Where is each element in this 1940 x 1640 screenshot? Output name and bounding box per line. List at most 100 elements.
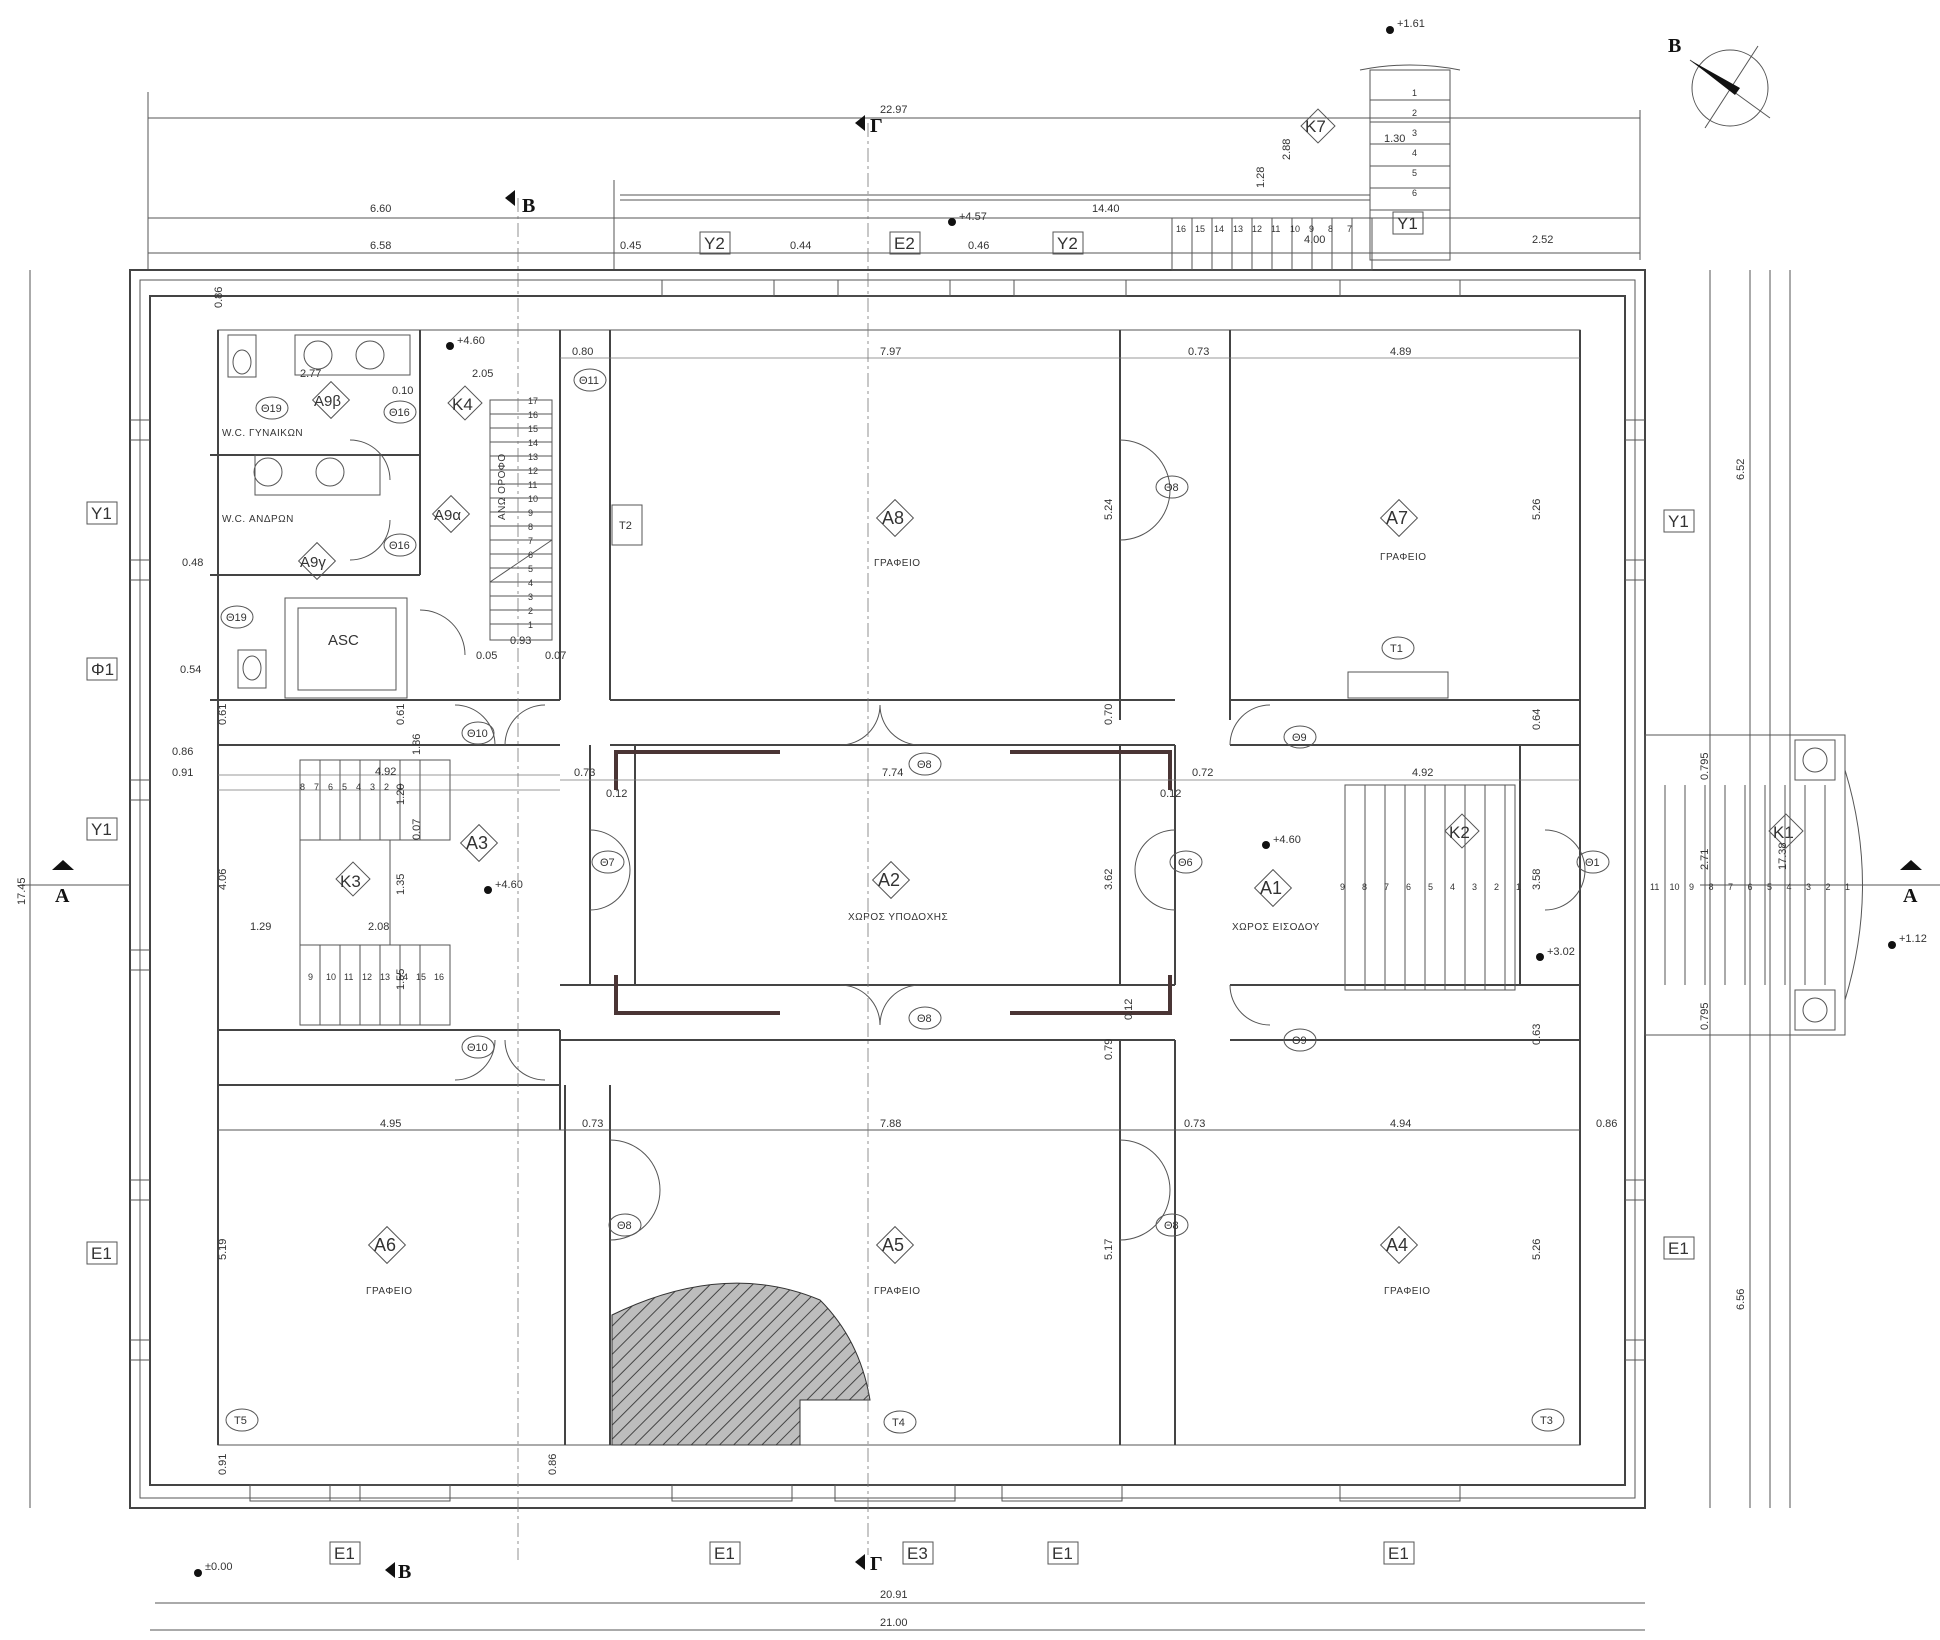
room-a9a: A9α	[431, 494, 471, 534]
k4-step-number: 17	[528, 396, 538, 406]
svg-text:A9α: A9α	[434, 507, 461, 524]
room-a3: A3	[459, 823, 499, 863]
k4-step-number: 5	[528, 564, 533, 574]
level-north-terrace: +4.57	[959, 211, 987, 223]
k7-upper-step-number: 1	[1412, 88, 1417, 98]
room-a5: A5 ΓΡΑΦΕΙΟ	[874, 1225, 920, 1297]
dim-h-061a: 0.61	[217, 704, 229, 725]
window-tags	[86, 211, 1695, 1565]
k4-step-number: 7	[528, 536, 533, 546]
window-s2: E1	[714, 1544, 735, 1563]
dim-h-012b: 0.12	[1160, 788, 1181, 800]
k4-step-number: 2	[528, 606, 533, 616]
dim-k1-271: 2.71	[1699, 849, 1711, 870]
k1-step-number: 11	[1650, 882, 1659, 892]
k2-step-number: 8	[1362, 882, 1367, 892]
k4-step-number: 1	[528, 620, 533, 630]
k3-upper-step-number: 3	[370, 782, 375, 792]
k4-upper-floor-label: ΑΝΩ ΟΡΟΦΟ	[497, 453, 508, 520]
k7-upper-step-number: 5	[1412, 168, 1417, 178]
top-dimension-lines	[147, 92, 1641, 270]
k3-lower-step-number: 15	[416, 972, 426, 982]
room-a2: A2 ΧΩΡΟΣ ΥΠΟΔΟΧΗΣ	[848, 860, 948, 923]
north-windows	[249, 279, 1461, 1502]
dim-h-406: 4.06	[217, 869, 229, 890]
window-w3: Y1	[91, 820, 112, 839]
svg-text:A3: A3	[466, 833, 488, 853]
dim-k3-155: 1.55	[395, 969, 407, 990]
window-ny1: Y1	[1397, 214, 1418, 233]
section-g-bottom: Γ	[870, 1553, 883, 1575]
svg-text:A9β: A9β	[314, 393, 341, 410]
door-d10b: Θ10	[467, 1042, 488, 1054]
k3-lower-step-number: 10	[326, 972, 336, 982]
k3-upper-step-number: 6	[328, 782, 333, 792]
k1-step-number: 4	[1787, 882, 1792, 892]
level-markers	[194, 26, 1896, 1577]
door-d9-n: Θ9	[1292, 732, 1307, 744]
window-w1: Y1	[91, 504, 112, 523]
svg-text:ΓΡΑΦΕΙΟ: ΓΡΑΦΕΙΟ	[1384, 1286, 1431, 1297]
dim-s-086b: 0.86	[547, 1454, 559, 1475]
svg-text:A5: A5	[882, 1235, 904, 1255]
k3-lower-step-number: 13	[380, 972, 390, 982]
k1-step-number: 9	[1689, 882, 1694, 892]
dim-k2-358: 3.58	[1531, 869, 1543, 890]
dim-st-005: 0.05	[476, 650, 497, 662]
svg-text:ΧΩΡΟΣ ΥΠΟΔΟΧΗΣ: ΧΩΡΟΣ ΥΠΟΔΟΧΗΣ	[848, 912, 948, 923]
svg-text:ΓΡΑΦΕΙΟ: ΓΡΑΦΕΙΟ	[874, 558, 921, 569]
dim-top-overall: 22.97	[880, 104, 908, 116]
dim-s-788: 7.88	[880, 1118, 901, 1130]
k2-step-number: 4	[1450, 882, 1455, 892]
svg-text:K3: K3	[340, 872, 361, 891]
interior-dimension-lines	[218, 357, 1580, 791]
svg-text:ΓΡΑΦΕΙΟ: ΓΡΑΦΕΙΟ	[1380, 552, 1427, 563]
bottom-dimension-lines	[150, 1129, 1645, 1631]
level-ground: ±0.00	[205, 1561, 232, 1573]
dim-n-400: 4.00	[1304, 234, 1325, 246]
door-d1: Θ1	[1585, 857, 1600, 869]
k2-step-number: 6	[1406, 882, 1411, 892]
dim-k3-492: 4.92	[375, 766, 396, 778]
dim-k2-063: 0.63	[1531, 1024, 1543, 1045]
k3-lower-step-number: 16	[434, 972, 444, 982]
k3-upper-step-number: 8	[300, 782, 305, 792]
dim-s-494: 4.94	[1390, 1118, 1411, 1130]
dim-s-073b: 0.73	[1184, 1118, 1205, 1130]
dim-h-091: 0.91	[172, 767, 193, 779]
svg-text:A2: A2	[878, 870, 900, 890]
room-a8: A8 ΓΡΑΦΕΙΟ	[874, 498, 921, 569]
svg-text:ΧΩΡΟΣ ΕΙΣΟΔΟΥ: ΧΩΡΟΣ ΕΙΣΟΔΟΥ	[1232, 922, 1320, 933]
level-entry-landing: +1.12	[1899, 933, 1927, 945]
room-a4: A4 ΓΡΑΦΕΙΟ	[1379, 1225, 1431, 1297]
k7-lower-step-number: 15	[1195, 224, 1205, 234]
door-d8-a5: Θ8	[617, 1220, 632, 1232]
door-d8-a8: Θ8	[1164, 482, 1179, 494]
room-a9g: A9γ W.C. ΑΝΔΡΩΝ	[222, 514, 337, 581]
svg-text:W.C. ΓΥΝΑΙΚΩΝ: W.C. ΓΥΝΑΙΚΩΝ	[222, 428, 303, 439]
section-g-top: Γ	[870, 115, 883, 137]
k1-step-number: 6	[1748, 882, 1753, 892]
outer-walls	[129, 269, 1646, 1509]
dim-n-044: 0.44	[790, 240, 811, 252]
dim-n-252: 2.52	[1532, 234, 1553, 246]
dim-h-086: 0.86	[172, 746, 193, 758]
stair-k4	[489, 399, 553, 641]
dim-h-079: 0.79	[1103, 1039, 1115, 1060]
k1-tag: K1	[1768, 813, 1804, 849]
dim-wc-054: 0.54	[180, 664, 201, 676]
dim-s-073a: 0.73	[582, 1118, 603, 1130]
door-d19b: Θ19	[226, 612, 247, 624]
k3-upper-step-number: 7	[314, 782, 319, 792]
dim-k2-064: 0.64	[1531, 709, 1543, 730]
k3-upper-step-number: 5	[342, 782, 347, 792]
window-e2: E1	[1668, 1239, 1689, 1258]
k3-lower-step-number: 12	[362, 972, 372, 982]
door-d16a: Θ16	[389, 407, 410, 419]
dim-k2-492: 4.92	[1412, 767, 1433, 779]
svg-text:A6: A6	[374, 1235, 396, 1255]
dim-k7-288: 2.88	[1281, 139, 1293, 160]
k7-lower-step-number: 11	[1271, 224, 1280, 234]
fixture-t4: T4	[892, 1417, 905, 1429]
k4-step-number: 8	[528, 522, 533, 532]
